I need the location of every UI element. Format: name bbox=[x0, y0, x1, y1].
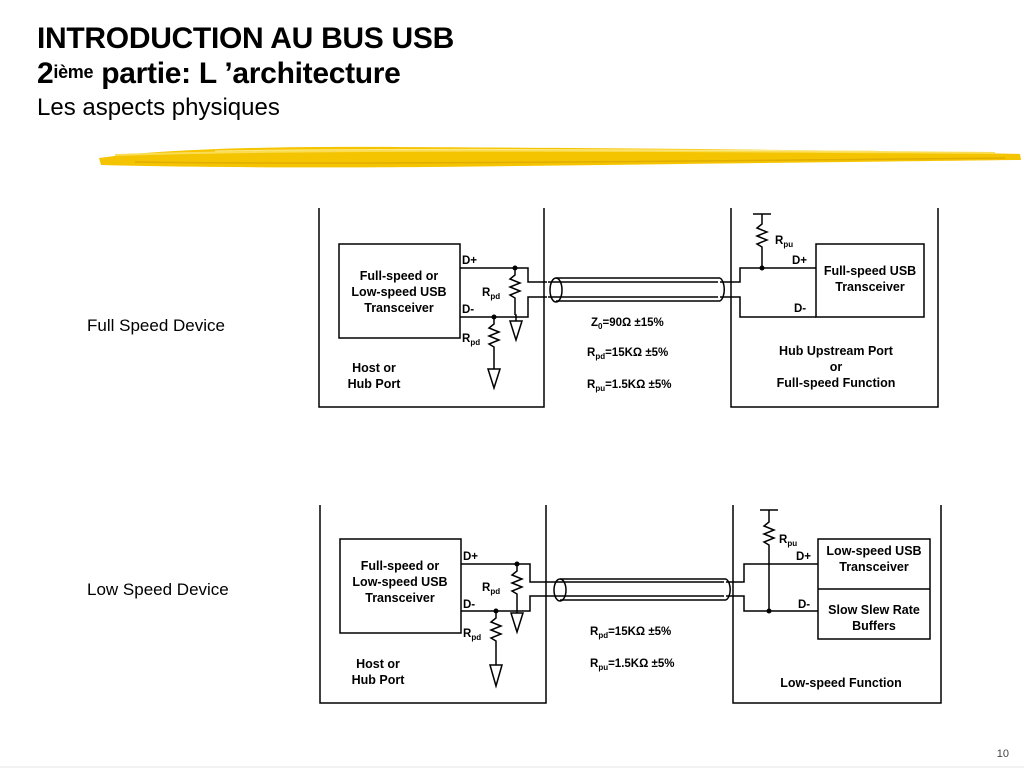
host-enclosure bbox=[319, 505, 547, 704]
host-transceiver-line-3: Transceiver bbox=[365, 591, 435, 605]
host-transceiver-line-2: Low-speed USB bbox=[352, 575, 447, 589]
host-transceiver-box bbox=[339, 538, 462, 634]
subtitle-superscript: ième bbox=[53, 62, 94, 82]
device-transceiver-line-2: Transceiver bbox=[835, 280, 905, 294]
rpd-value: Rpd=15KΩ ±5% bbox=[590, 626, 671, 640]
host-caption-line-1: Host or bbox=[356, 657, 400, 671]
full-speed-device-label: Full Speed Device bbox=[87, 316, 225, 335]
device-dminus-label: D- bbox=[798, 599, 810, 611]
rpu-value: Rpu=1.5KΩ ±5% bbox=[590, 658, 674, 672]
host-caption-line-1: Host or bbox=[352, 361, 396, 375]
device-enclosure bbox=[732, 505, 942, 704]
rpd-label-dplus: Rpd bbox=[482, 287, 500, 301]
host-transceiver-line-3: Transceiver bbox=[364, 301, 434, 315]
device-transceiver-line-2: Transceiver bbox=[839, 560, 909, 574]
host-enclosure bbox=[318, 208, 545, 408]
rpd-label-dminus: Rpd bbox=[463, 628, 481, 642]
low-speed-diagram: Full-speed or Low-speed USB Transceiver … bbox=[319, 505, 942, 704]
device-dplus-label: D+ bbox=[792, 255, 807, 267]
host-transceiver-line-2: Low-speed USB bbox=[351, 285, 446, 299]
rpu-label: Rpu bbox=[779, 534, 797, 548]
rpu-value: Rpu=1.5KΩ ±5% bbox=[587, 379, 671, 393]
host-dminus-label: D- bbox=[462, 304, 474, 316]
slide-title: INTRODUCTION AU BUS USB bbox=[37, 22, 454, 55]
device-transceiver-line-1: Full-speed USB bbox=[824, 264, 916, 278]
device-caption-line-3: Full-speed Function bbox=[777, 376, 896, 390]
device-buffers-line-1: Slow Slew Rate bbox=[828, 603, 920, 617]
device-dminus-label: D- bbox=[794, 303, 806, 315]
device-transceiver-line-1: Low-speed USB bbox=[826, 544, 921, 558]
low-speed-device-label: Low Speed Device bbox=[87, 580, 229, 599]
device-dplus-label: D+ bbox=[796, 551, 811, 563]
rpd-label-dplus: Rpd bbox=[482, 582, 500, 596]
slide-subtitle: 2ième partie: L ’architecture bbox=[37, 57, 454, 91]
rpd-value: Rpd=15KΩ ±5% bbox=[587, 347, 668, 361]
section-heading: Les aspects physiques bbox=[37, 94, 280, 121]
footer-rule bbox=[0, 766, 1024, 768]
device-transceiver-box bbox=[815, 243, 925, 318]
device-enclosure bbox=[730, 208, 939, 408]
rpd-label-dminus: Rpd bbox=[462, 333, 480, 347]
host-caption-line-2: Hub Port bbox=[348, 377, 402, 391]
decorative-brush-stroke bbox=[99, 146, 1021, 168]
title-block: INTRODUCTION AU BUS USB 2ième partie: L … bbox=[37, 22, 454, 123]
page-number: 10 bbox=[996, 748, 1009, 760]
subtitle-text: partie: L ’architecture bbox=[93, 57, 401, 90]
host-dplus-label: D+ bbox=[463, 551, 478, 563]
subtitle-number: 2 bbox=[37, 57, 54, 90]
host-caption-line-2: Hub Port bbox=[352, 673, 406, 687]
host-transceiver-line-1: Full-speed or bbox=[361, 559, 440, 573]
host-transceiver-box bbox=[338, 243, 461, 339]
rpu-label: Rpu bbox=[775, 235, 793, 249]
device-caption-line-2: or bbox=[830, 360, 843, 374]
full-speed-diagram: Full-speed or Low-speed USB Transceiver … bbox=[318, 208, 939, 408]
device-caption: Low-speed Function bbox=[780, 676, 902, 690]
device-buffers-line-2: Buffers bbox=[852, 619, 896, 633]
z0-value: Z0=90Ω ±15% bbox=[591, 317, 664, 331]
host-dplus-label: D+ bbox=[462, 255, 477, 267]
host-transceiver-line-1: Full-speed or bbox=[360, 269, 439, 283]
host-dminus-label: D- bbox=[463, 599, 475, 611]
device-caption-line-1: Hub Upstream Port bbox=[779, 344, 894, 358]
